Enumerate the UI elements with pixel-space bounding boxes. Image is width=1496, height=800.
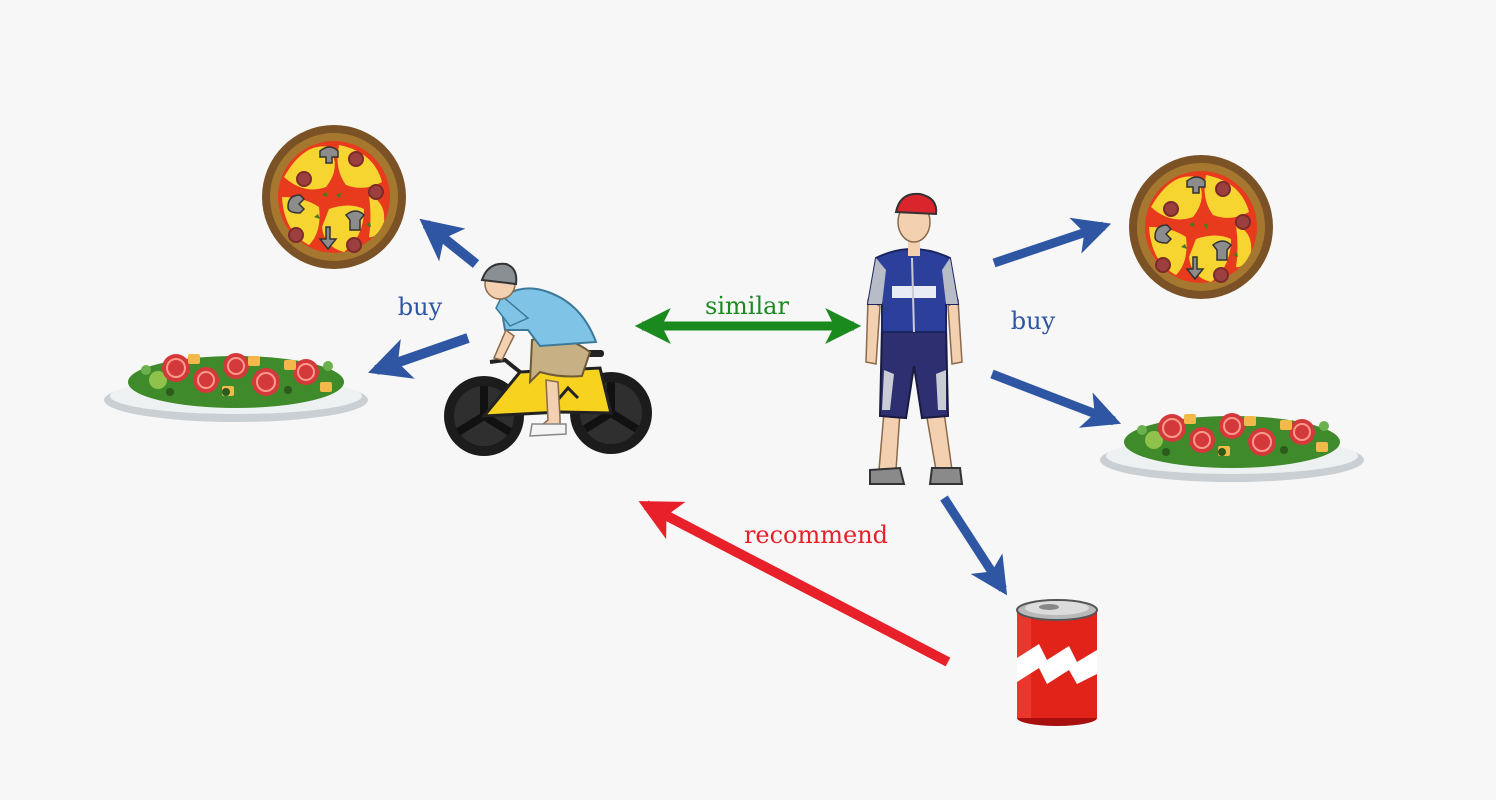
buy-arrow-right-soda — [940, 495, 1008, 596]
pizza-icon — [1128, 154, 1274, 300]
buy-arrow-left-pizza — [419, 218, 480, 268]
pizza-icon — [261, 124, 407, 270]
similar-label: similar — [705, 292, 789, 320]
salad-plate-icon — [1099, 412, 1365, 483]
soda-can-icon — [1016, 599, 1098, 726]
standing-cyclist-icon — [865, 192, 964, 485]
buy-label-left: buy — [398, 293, 443, 321]
buy-arrow-right-salad — [990, 369, 1122, 428]
recommend-arrow — [638, 500, 951, 667]
buy-arrow-right-pizza — [992, 217, 1112, 268]
buy-label-right: buy — [1011, 307, 1056, 335]
recommend-label: recommend — [744, 521, 888, 549]
cyclist-on-bike-icon — [444, 262, 652, 456]
salad-plate-icon — [103, 352, 369, 423]
buy-arrow-left-salad — [368, 333, 470, 379]
